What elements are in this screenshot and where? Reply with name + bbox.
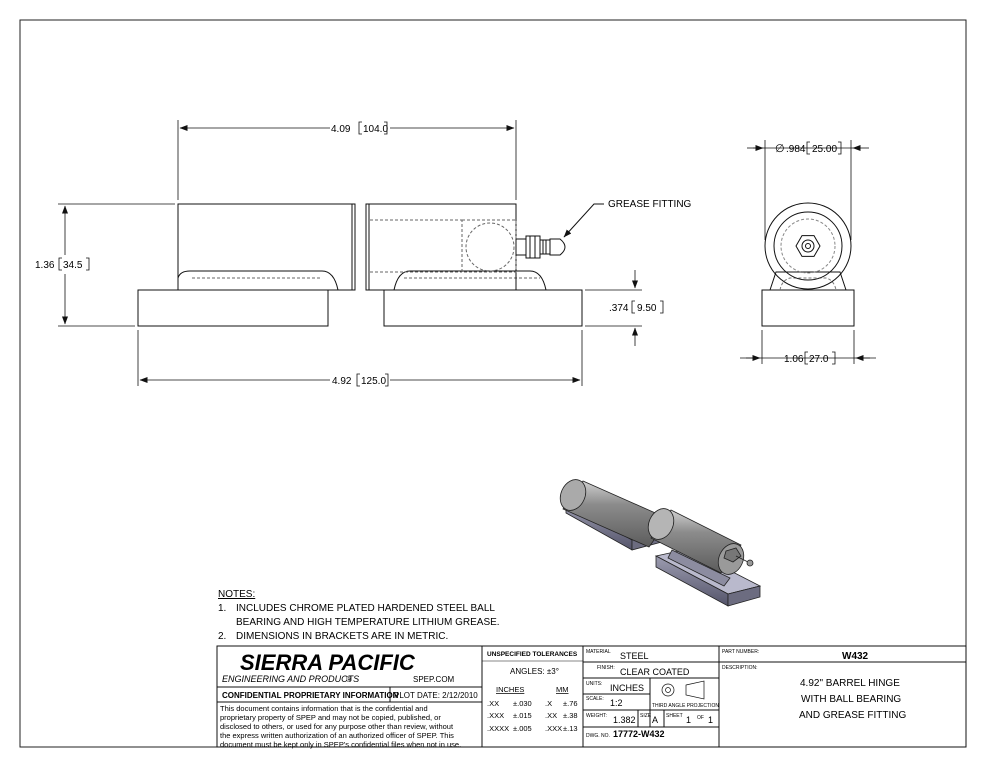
- description-line-2: WITH BALL BEARING: [801, 694, 901, 705]
- dim-top-length-mm: 104.0: [363, 124, 388, 135]
- dim-base-length-label: 4.92: [332, 376, 352, 387]
- notes-heading: NOTES:: [218, 589, 255, 600]
- dim-diameter-symbol: ∅: [775, 143, 785, 155]
- dim-end-width-label: 1.06: [784, 354, 804, 365]
- grease-fitting-callout: GREASE FITTING: [608, 199, 692, 210]
- size-value: A: [652, 715, 658, 725]
- tol-mm-fmt-1: .X: [545, 699, 552, 708]
- projection-label: THIRD ANGLE PROJECTION: [652, 703, 719, 709]
- dwg-no-label: DWG. NO.: [586, 733, 610, 739]
- dim-base-thickness-label: .374: [609, 303, 629, 314]
- dim-diameter: [747, 140, 869, 240]
- tol-in-fmt-1: .XX: [487, 699, 499, 708]
- description-line-3: AND GREASE FITTING: [799, 710, 906, 721]
- tolerance-rows: .XX ±.030 .X ±.76 .XXX ±.015 .XX ±.38 .X…: [487, 699, 578, 733]
- part-number-value: W432: [842, 651, 869, 662]
- title-block: [216, 645, 967, 748]
- isometric-view: [559, 479, 762, 607]
- dim-base-thickness-mm: 9.50: [637, 303, 657, 314]
- dim-height-mm: 34.5: [63, 260, 83, 271]
- tol-in-tol-1: ±.030: [513, 699, 532, 708]
- company-subtitle: ENGINEERING AND PRODUCTS: [222, 674, 359, 684]
- description-line-1: 4.92" BARREL HINGE: [800, 678, 900, 689]
- of-value: 1: [708, 715, 713, 725]
- tol-in-fmt-3: .XXXX: [487, 724, 509, 733]
- dim-base-length: [137, 330, 583, 387]
- part-number-label: PART NUMBER:: [722, 649, 759, 655]
- inches-heading: INCHES: [496, 685, 524, 694]
- weight-label: WEIGHT:: [586, 713, 607, 719]
- plot-date: PLOT DATE: 2/12/2010: [394, 691, 478, 700]
- material-label: MATERIAL: [586, 649, 611, 655]
- note-1-line2: BEARING AND HIGH TEMPERATURE LITHIUM GRE…: [236, 617, 500, 628]
- note-2-line1: DIMENSIONS IN BRACKETS ARE IN METRIC.: [236, 631, 448, 642]
- end-view: [761, 202, 855, 327]
- tol-mm-tol-2: ±.38: [563, 711, 578, 720]
- tol-in-fmt-2: .XXX: [487, 711, 504, 720]
- sheet-value: 1: [686, 715, 691, 725]
- angles-tolerance: ANGLES: ±3°: [510, 667, 559, 676]
- end-view-base: [761, 289, 855, 327]
- dim-end-width-mm: 27.0: [809, 354, 829, 365]
- right-barrel: [365, 203, 517, 291]
- right-base-plate: [383, 289, 583, 327]
- note-1-number: 1.: [218, 603, 226, 614]
- finish-value: CLEAR COATED: [620, 667, 690, 677]
- material-value: STEEL: [620, 651, 649, 661]
- confidential-label: CONFIDENTIAL PROPRIETARY INFORMATION: [222, 691, 399, 700]
- grease-fitting: [515, 235, 566, 259]
- left-barrel: [177, 203, 356, 291]
- sheet-border: [19, 19, 967, 748]
- tol-in-tol-3: ±.005: [513, 724, 532, 733]
- disclaimer-line-1: This document contains information that …: [220, 704, 428, 713]
- front-view: [137, 203, 583, 327]
- company-website: SPEP.COM: [413, 675, 455, 684]
- dwg-no-value: 17772-W432: [613, 729, 665, 739]
- dim-base-length-mm: 125.0: [361, 376, 386, 387]
- scale-label: SCALE:: [586, 696, 604, 702]
- note-1-line1: INCLUDES CHROME PLATED HARDENED STEEL BA…: [236, 603, 495, 614]
- dim-height-label: 1.36: [35, 260, 55, 271]
- weight-value: 1.382: [613, 715, 636, 725]
- end-view-barrel: [764, 202, 852, 290]
- tol-in-tol-2: ±.015: [513, 711, 532, 720]
- tol-mm-tol-1: ±.76: [563, 699, 578, 708]
- end-view-hex: [795, 235, 821, 257]
- mm-heading: MM: [556, 685, 569, 694]
- description-label: DESCRIPTION:: [722, 665, 758, 671]
- dim-height: [58, 203, 175, 327]
- of-label: OF: [697, 715, 704, 721]
- units-label: UNITS:: [586, 681, 602, 687]
- size-label: SIZE: [640, 713, 652, 719]
- note-2-number: 2.: [218, 631, 226, 642]
- dim-diameter-mm: 25.00: [812, 144, 837, 155]
- third-angle-projection-icon: [661, 680, 705, 700]
- registered-mark: ®: [346, 675, 352, 684]
- finish-label: FINISH:: [597, 665, 615, 671]
- dim-diameter-label: .984: [786, 144, 806, 155]
- dim-base-thickness: [585, 270, 664, 346]
- tol-mm-fmt-3: .XXX: [545, 724, 562, 733]
- dim-end-width: [740, 330, 876, 365]
- tolerances-heading: UNSPECIFIED TOLERANCES: [487, 651, 578, 658]
- disclaimer-line-3: disclosed to others, or used for any pur…: [220, 722, 454, 731]
- dim-top-length: [177, 120, 517, 200]
- scale-value: 1:2: [610, 698, 623, 708]
- sheet-label: SHEET: [666, 713, 683, 719]
- tol-mm-fmt-2: .XX: [545, 711, 557, 720]
- disclaimer-line-5: document must be kept only in SPEP's con…: [220, 740, 461, 749]
- tol-mm-tol-3: ±.13: [563, 724, 578, 733]
- units-value: INCHES: [610, 683, 644, 693]
- left-base-plate: [137, 289, 329, 327]
- dim-top-length-label: 4.09: [331, 124, 351, 135]
- company-name: SIERRA PACIFIC: [240, 650, 416, 675]
- disclaimer-line-4: the express written authorization of an …: [220, 731, 454, 740]
- disclaimer-line-2: proprietary property of SPEP and may not…: [220, 713, 441, 722]
